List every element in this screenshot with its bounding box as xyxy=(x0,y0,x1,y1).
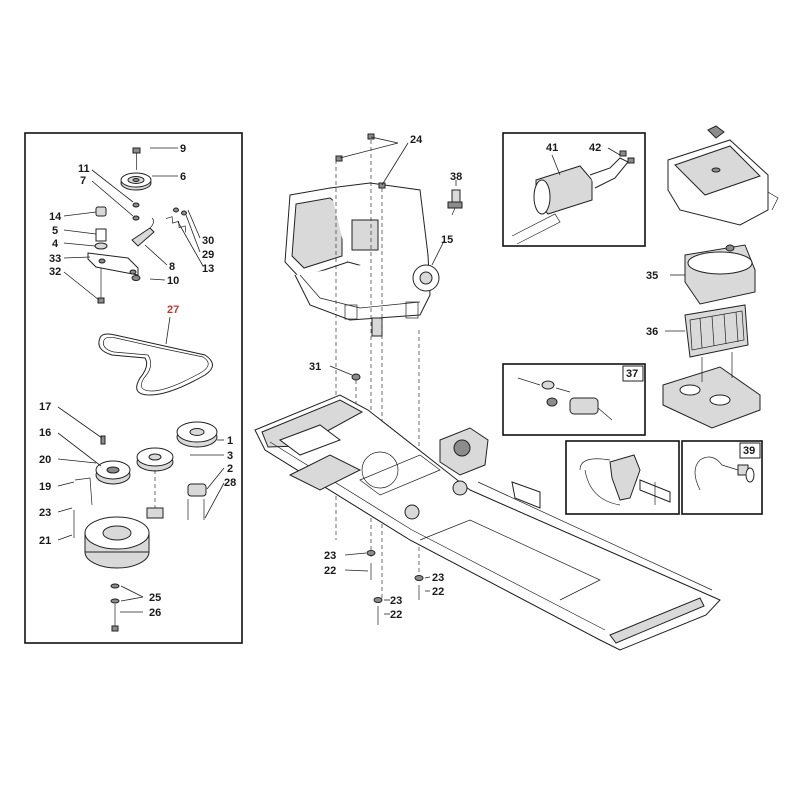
callout-3: 3 xyxy=(227,450,233,462)
mount-plate-33 xyxy=(87,252,139,276)
callout-10: 10 xyxy=(167,275,179,287)
spark-plug-38 xyxy=(447,180,463,216)
callout-19: 19 xyxy=(39,481,51,493)
callout-28: 28 xyxy=(224,477,236,489)
air-filter-cover xyxy=(667,125,779,226)
washer-25a xyxy=(110,583,120,589)
callout-33: 33 xyxy=(49,253,61,265)
callout-16: 16 xyxy=(39,427,51,439)
engine xyxy=(284,182,440,337)
fuel-filter-box xyxy=(502,363,646,436)
leader-15 xyxy=(431,240,445,266)
callout-20: 20 xyxy=(39,454,51,466)
callout-39: 39 xyxy=(743,445,755,457)
idler-pulley-6 xyxy=(120,172,152,191)
spring-13 xyxy=(165,207,187,233)
callout-30: 30 xyxy=(202,235,214,247)
fuel-filter-37 xyxy=(517,377,613,421)
callout-36: 36 xyxy=(646,326,658,338)
callout-23d: 23 xyxy=(390,595,402,607)
idler-arm-8 xyxy=(131,217,155,247)
pulley-middle xyxy=(136,447,174,519)
callout-25: 25 xyxy=(149,592,161,604)
callout-9: 9 xyxy=(180,143,186,155)
callout-8: 8 xyxy=(169,261,175,273)
callout-32: 32 xyxy=(49,266,61,278)
pre-filter-35 xyxy=(670,244,756,305)
bolt-9 xyxy=(132,147,141,170)
box-39-tag xyxy=(739,442,761,459)
muffler-box xyxy=(502,132,646,247)
bolt-26 xyxy=(111,604,119,632)
callout-26: 26 xyxy=(149,607,161,619)
callout-1: 1 xyxy=(227,435,233,447)
drive-belt-27 xyxy=(98,333,213,396)
transmission xyxy=(439,427,541,509)
callout-7: 7 xyxy=(80,175,86,187)
spacer-7 xyxy=(132,215,140,221)
frame-fasteners xyxy=(344,550,431,625)
callout-17: 17 xyxy=(39,401,51,413)
callout-13: 13 xyxy=(202,263,214,275)
muffler-41 xyxy=(511,147,635,245)
throttle-cable-box xyxy=(565,440,680,515)
hub-2 xyxy=(187,483,207,520)
callout-23: 23 xyxy=(39,507,51,519)
callout-4: 4 xyxy=(52,238,59,250)
box-37-tag xyxy=(622,365,644,382)
bushing-14 xyxy=(94,206,108,250)
bolts-24 xyxy=(335,133,409,189)
callout-5: 5 xyxy=(52,225,58,237)
filter-element-36 xyxy=(665,304,749,358)
pulley-16 xyxy=(95,460,131,485)
callout-22c: 22 xyxy=(390,609,402,621)
callout-14: 14 xyxy=(49,211,62,223)
callout-6: 6 xyxy=(180,171,186,183)
chassis-frame xyxy=(254,394,721,651)
pulley-assembly-box xyxy=(24,132,243,644)
pulley-1 xyxy=(176,421,218,448)
left-leaders xyxy=(57,147,225,613)
callout-29: 29 xyxy=(202,249,214,261)
throttle-control xyxy=(579,454,671,506)
key-17 xyxy=(100,435,106,445)
callout-11: 11 xyxy=(78,163,90,175)
electric-clutch xyxy=(84,516,150,569)
callout-15: 15 xyxy=(441,234,453,246)
washer-11 xyxy=(132,202,140,208)
callout-labels: 9 6 11 7 14 5 4 33 32 30 29 13 8 10 27 1… xyxy=(39,134,755,621)
filter-base xyxy=(662,352,761,429)
callout-31: 31 xyxy=(309,361,321,373)
nut-31 xyxy=(329,365,361,381)
callout-27: 27 xyxy=(167,304,179,316)
choke-cable-39 xyxy=(694,456,755,491)
callout-22a: 22 xyxy=(324,565,336,577)
callout-2: 2 xyxy=(227,463,233,475)
callout-41: 41 xyxy=(546,142,558,154)
callout-23c: 23 xyxy=(432,572,444,584)
callout-22b: 22 xyxy=(432,586,444,598)
callout-21: 21 xyxy=(39,535,51,547)
nut-10 xyxy=(131,275,141,281)
choke-cable-box xyxy=(681,440,763,515)
bolt-32 xyxy=(97,268,105,304)
washer-25b xyxy=(110,598,120,604)
callout-35: 35 xyxy=(646,270,658,282)
callout-37: 37 xyxy=(626,368,638,380)
callout-38: 38 xyxy=(450,171,462,183)
bracket-19 xyxy=(74,477,93,506)
callout-42: 42 xyxy=(589,142,601,154)
callout-23b: 23 xyxy=(324,550,336,562)
callout-24: 24 xyxy=(410,134,423,146)
